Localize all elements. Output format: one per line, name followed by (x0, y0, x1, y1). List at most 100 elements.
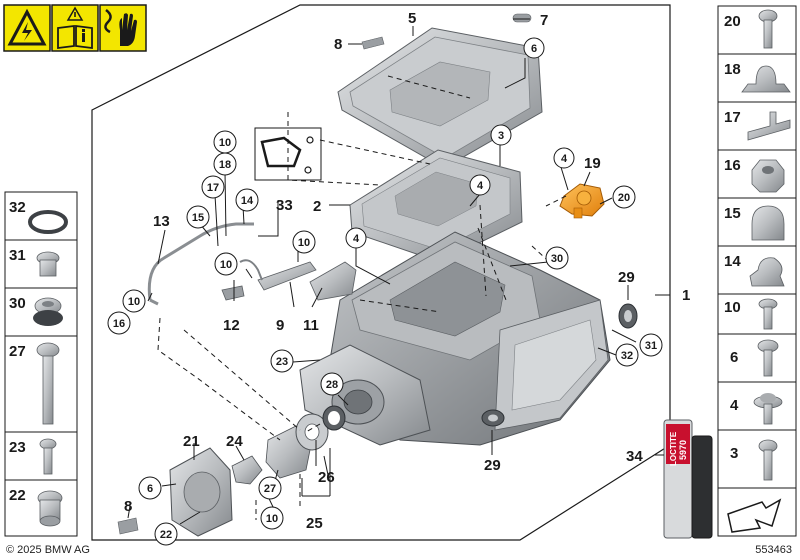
label-24: 24 (226, 433, 243, 450)
label-33: 33 (276, 197, 293, 214)
callout-20: 20 (618, 192, 630, 204)
holder-part (309, 261, 357, 301)
callout-14: 14 (241, 195, 254, 207)
callout-circle (186, 205, 210, 229)
side-10: 10 (724, 299, 741, 316)
seal-ring (260, 136, 302, 168)
right-column-labels: 20 18 17 16 15 14 10 6 4 3 (724, 13, 741, 462)
label-34: 34 (626, 448, 643, 465)
callout-23: 23 (276, 356, 288, 368)
callout-27: 27 (264, 483, 276, 495)
callout-6-top: 6 (531, 43, 537, 55)
callout-17: 17 (207, 182, 219, 194)
callout-30: 30 (551, 253, 563, 265)
label-29-right: 29 (618, 269, 635, 286)
clip-part (221, 285, 245, 301)
label-9: 9 (276, 317, 284, 334)
side-23: 23 (9, 439, 26, 456)
callout-4-pump: 4 (561, 153, 568, 165)
label-19: 19 (584, 155, 601, 172)
callout-circle (235, 188, 259, 212)
left-column (4, 191, 78, 537)
callout-10-c: 10 (220, 259, 232, 271)
callout-6-bottom: 6 (147, 483, 153, 495)
warning-icons (3, 4, 147, 52)
side-30: 30 (9, 295, 26, 312)
screw-icon (758, 439, 778, 481)
adhesive-brand: LOCTITE (669, 431, 678, 466)
plug-screw-icon (36, 251, 60, 277)
circle-labels: 6 3 4 4 4 20 30 10 18 17 14 15 10 10 10 … (113, 43, 657, 541)
top-cover (337, 13, 543, 169)
callout-4-cover: 4 (477, 180, 484, 192)
callout-circle (545, 246, 569, 270)
label-2: 2 (313, 198, 321, 215)
callout-circle (154, 522, 178, 546)
callout-circle (201, 175, 225, 199)
callout-circle (214, 252, 238, 276)
label-5: 5 (408, 10, 416, 27)
diagram-number: 553463 (755, 544, 792, 556)
drain-plug-icon (37, 490, 63, 527)
side-cover (169, 447, 233, 537)
side-32: 32 (9, 199, 26, 216)
callout-circle (258, 476, 282, 500)
callout-10-e: 10 (266, 513, 278, 525)
label-29-bottom: 29 (484, 457, 501, 474)
callout-circle (639, 333, 663, 357)
label-25: 25 (306, 515, 323, 532)
callout-31: 31 (645, 340, 657, 352)
callout-circle (138, 476, 162, 500)
callout-circle (523, 37, 545, 59)
clamp-icon (749, 257, 785, 287)
side-3: 3 (730, 445, 738, 462)
side-15: 15 (724, 205, 741, 222)
label-13: 13 (153, 213, 170, 230)
flange-bolt-icon (758, 298, 778, 330)
direction-arrow-icon (727, 498, 782, 533)
wiring-harness (147, 222, 254, 301)
callout-10-b: 10 (298, 237, 310, 249)
callout-circle (553, 147, 575, 169)
label-8-bottom: 8 (124, 498, 132, 515)
leader-lines (127, 18, 664, 525)
callout-circle (612, 185, 636, 209)
coolant-pump (559, 183, 605, 219)
side-20: 20 (724, 13, 741, 30)
callout-28: 28 (326, 379, 338, 391)
label-11: 11 (303, 317, 319, 334)
bracket-clip-icon (747, 111, 791, 141)
label-8-top: 8 (334, 36, 342, 53)
callout-15: 15 (192, 212, 204, 224)
side-17: 17 (724, 109, 741, 126)
callout-circle (122, 289, 146, 313)
label-1: 1 (682, 287, 690, 304)
callout-circle (345, 227, 367, 249)
side-27: 27 (9, 343, 26, 360)
bracket-part (257, 261, 317, 291)
callout-4-mid: 4 (353, 233, 360, 245)
long-bolt-icon (36, 342, 60, 425)
callout-32: 32 (621, 350, 633, 362)
side-14: 14 (724, 253, 741, 270)
side-18: 18 (724, 61, 741, 78)
adhesive-tube: LOCTITE 5970 (663, 419, 713, 539)
side-31: 31 (9, 247, 26, 264)
callout-10-d: 10 (128, 296, 140, 308)
side-6: 6 (730, 349, 738, 366)
side-16: 16 (724, 157, 741, 174)
label-26: 26 (318, 469, 335, 486)
label-21: 21 (183, 433, 200, 450)
callout-circle (260, 506, 284, 530)
plain-labels: 1 2 5 7 8 9 11 12 13 19 21 24 25 26 29 2… (124, 10, 690, 532)
washer-bolt-icon (753, 393, 783, 425)
gasket-part-bottom (117, 517, 139, 535)
adhesive-code: 5970 (678, 440, 688, 460)
plug-seal-icon (33, 297, 63, 326)
left-column-labels: 32 31 30 27 23 22 (9, 199, 26, 504)
callout-10-a: 10 (219, 137, 231, 149)
gasket-part (361, 36, 385, 50)
callout-22: 22 (160, 529, 172, 541)
hex-bolt-icon (758, 9, 778, 49)
